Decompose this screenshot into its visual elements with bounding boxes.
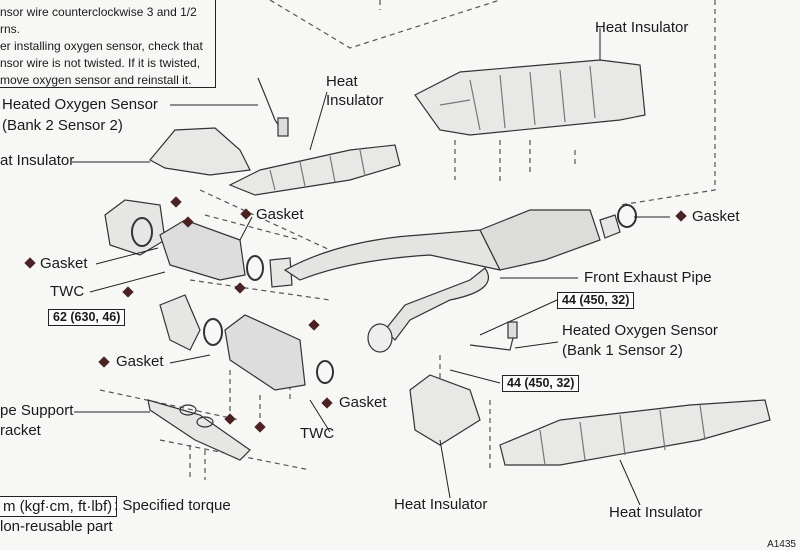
- label-gasket-center-top: Gasket: [256, 206, 304, 223]
- label-ho2s-bank2: Heated Oxygen Sensor: [2, 96, 158, 113]
- label-twc-left: TWC: [50, 283, 85, 300]
- label-gasket-right: Gasket: [692, 208, 740, 225]
- note-line: rns.: [0, 22, 21, 36]
- label-ho2s-bank1: Heated Oxygen Sensor: [562, 322, 718, 339]
- legend-torque-text: : Specified torque: [114, 497, 231, 514]
- note-line: nsor wire counterclockwise 3 and 1/2: [0, 5, 197, 19]
- label-heat-insulator-left: at Insulator: [0, 152, 75, 169]
- torque-62: 62 (630, 46): [48, 309, 126, 326]
- label-heat-insulator-top-right: Heat Insulator: [595, 19, 689, 36]
- label-twc-lower: TWC: [300, 425, 335, 442]
- label-gasket-left: Gasket: [40, 255, 88, 272]
- label-ho2s-bank1-sub: (Bank 1 Sensor 2): [562, 342, 683, 359]
- label-heat-insulator-bottom-right: Heat Insulator: [609, 504, 703, 521]
- label-gasket-lower-center: Gasket: [339, 394, 387, 411]
- label-ho2s-bank2-sub: (Bank 2 Sensor 2): [2, 117, 123, 134]
- note-line: move oxygen sensor and reinstall it.: [0, 73, 192, 87]
- label-heat-insulator-center-2: Insulator: [326, 92, 384, 109]
- label-pipe-support-2: racket: [0, 422, 41, 439]
- note-line: er installing oxygen sensor, check that: [0, 39, 203, 53]
- legend-nonreusable-text: lon-reusable part: [0, 518, 113, 535]
- label-heat-insulator-bottom-center: Heat Insulator: [394, 496, 488, 513]
- installation-note: nsor wire counterclockwise 3 and 1/2 rns…: [0, 0, 216, 88]
- torque-44-lower: 44 (450, 32): [502, 375, 580, 392]
- legend-torque-box: m (kgf·cm, ft·lbf): [0, 496, 118, 517]
- label-gasket-lower-left: Gasket: [116, 353, 164, 370]
- label-heat-insulator-center: Heat: [326, 73, 358, 90]
- label-front-exhaust-pipe: Front Exhaust Pipe: [584, 269, 712, 286]
- note-line: nsor wire is not twisted. If it is twist…: [0, 56, 201, 70]
- figure-code: A1435: [767, 539, 796, 550]
- label-pipe-support: pe Support: [0, 402, 74, 419]
- torque-44-upper: 44 (450, 32): [557, 292, 635, 309]
